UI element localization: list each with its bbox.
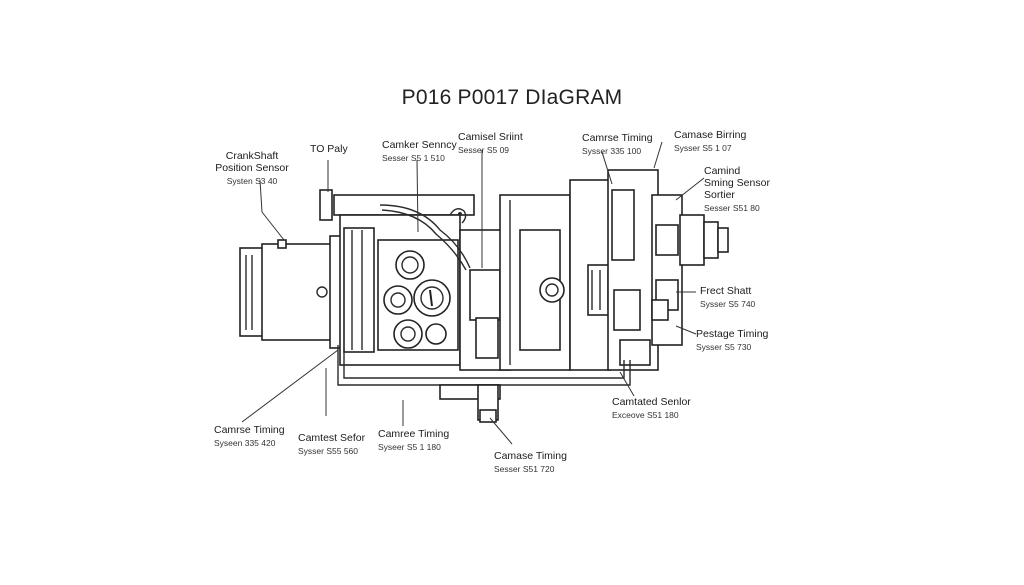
label-name: Pestage Timing	[696, 328, 769, 340]
label-name: Frect Shatt	[700, 285, 752, 297]
label-sub: Syseen 335 420	[214, 438, 276, 448]
label-camase-timing-bottom: Camase Timing Sesser S51 720	[494, 450, 567, 475]
label-name: Camrse Timing	[582, 132, 653, 144]
label-frect-shatt: Frect Shatt Sysser S5 740	[700, 285, 755, 310]
label-name: Camrse Timing	[214, 424, 285, 436]
label-camrse-timing-top: Camrse Timing Sysser 335 100	[582, 132, 653, 157]
label-camisel-sriint: Camisel Sriint Sesser S5 09	[458, 131, 523, 156]
label-name: Camase Timing	[494, 450, 567, 462]
bottom-rail	[337, 345, 631, 423]
wire-harness	[379, 150, 483, 271]
label-name: Camree Timing	[378, 428, 450, 440]
center-section	[449, 194, 571, 371]
label-sub: Sysser S5 1 07	[674, 143, 732, 153]
leader-lines	[241, 141, 705, 445]
label-sub: Sysser S55 560	[298, 446, 359, 456]
label-sub: Syseer S5 1 180	[378, 442, 441, 452]
cam-section	[569, 169, 729, 371]
label-sub: Sysser S5 740	[700, 299, 756, 309]
diagram-title: P016 P0017 DIaGRAM	[401, 86, 623, 109]
label-sub: Sysser 335 100	[582, 146, 642, 156]
label-camind-sming-sensor-sortier: Camind Sming Sensor Sortier Sesser S51 8…	[704, 165, 770, 214]
label-name: Camker Senncy	[382, 139, 457, 151]
label-camtest-sefor: Camtest Sefor Sysser S55 560	[298, 432, 365, 457]
label-sub: Sesser S51 80	[704, 203, 760, 213]
label-name: Camtest Sefor	[298, 432, 366, 444]
label-sub: Sesser S51 720	[494, 464, 555, 474]
label-crankshaft-position-sensor: CrankShaft Position Sensor Systen S3 40	[212, 150, 292, 187]
engine-block	[319, 189, 475, 366]
label-sub: Sesser S5 1 510	[382, 153, 445, 163]
label-camtated-senlor: Camtated Senlor Exceove S51 180	[612, 396, 691, 421]
label-camase-birring: Camase Birring Sysser S5 1 07	[674, 129, 746, 154]
label-camree-timing: Camree Timing Syseer S5 1 180	[378, 428, 449, 453]
label-sub: Sesser S5 09	[458, 145, 510, 155]
label-name: CrankShaft Position Sensor	[215, 150, 289, 174]
label-name: Camase Birring	[674, 129, 747, 141]
label-sub: Exceove S51 180	[612, 410, 679, 420]
label-name: Camtated Senlor	[612, 396, 691, 408]
label-name: Camisel Sriint	[458, 131, 523, 143]
label-to-paly: TO Paly	[310, 143, 348, 155]
label-sub: Sysser S5 730	[696, 342, 752, 352]
label-pestage-timing: Pestage Timing Sysser S5 730	[696, 328, 768, 353]
crank-housing	[239, 235, 347, 349]
label-camker-senncy: Camker Senncy Sesser S5 1 510	[382, 139, 457, 164]
label-name: Camind Sming Sensor Sortier	[704, 165, 770, 201]
label-camrse-timing-left: Camrse Timing Syseen 335 420	[214, 424, 285, 449]
label-sub: Systen S3 40	[226, 176, 278, 186]
label-name: TO Paly	[310, 143, 348, 155]
